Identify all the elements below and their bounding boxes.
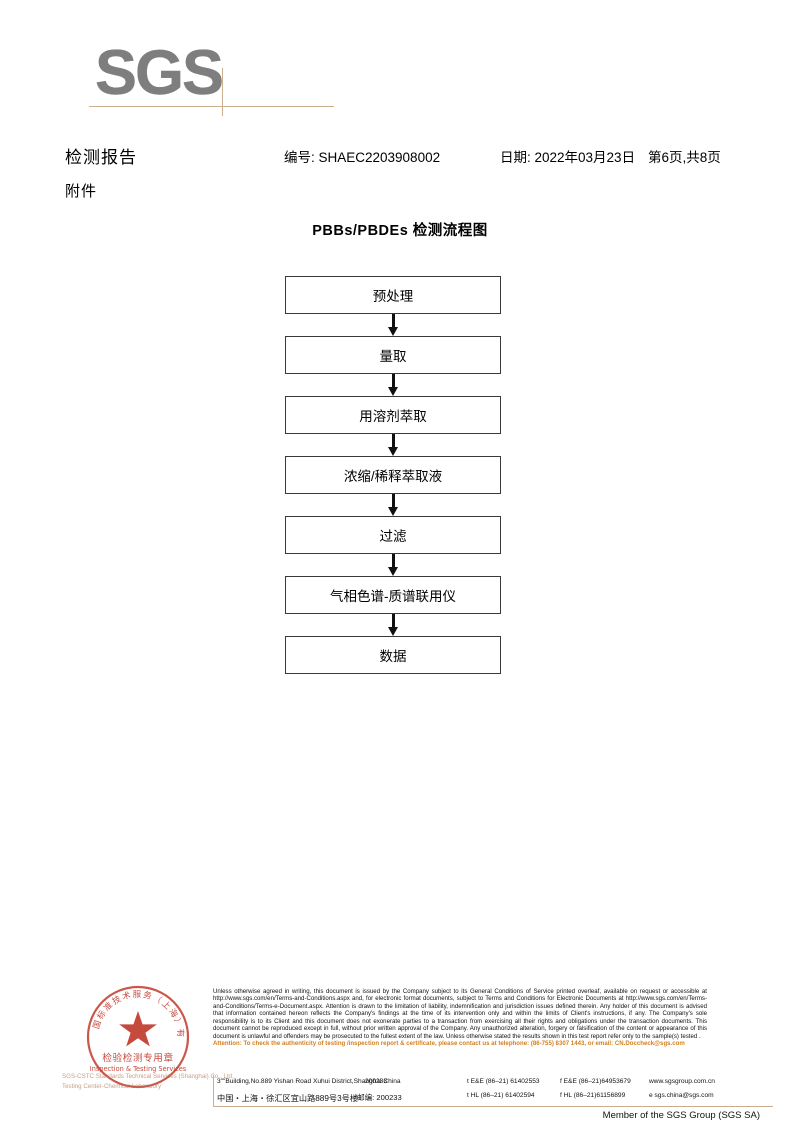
address-cn: 中国・上海・徐汇区宜山路889号3号楼 bbox=[217, 1094, 359, 1103]
company-seal-stamp: 国标准技术服务（上海）有限公司 检验检测专用章 Inspection & Tes… bbox=[84, 983, 192, 1091]
member-notice: Member of the SGS Group (SGS SA) bbox=[602, 1110, 760, 1121]
flowchart: 预处理 量取 用溶剂萃取 浓缩/稀释萃取液 过滤 气相色谱-质谱联用仪 数据 bbox=[285, 276, 503, 674]
seal-watermark-line-1: SGS-CSTC Standards Technical Services (S… bbox=[62, 1073, 234, 1080]
address-block: 3""Building,No.889 Yishan Road Xuhui Dis… bbox=[213, 1075, 715, 1107]
flow-arrow-3 bbox=[285, 434, 501, 456]
email-address: e sgs.china@sgs.com bbox=[649, 1092, 714, 1099]
page-indicator: 第6页,共8页 bbox=[648, 150, 721, 165]
website: www.sgsgroup.com.cn bbox=[649, 1078, 715, 1085]
sgs-logo-text: SGS bbox=[95, 38, 224, 108]
flow-arrow-5 bbox=[285, 554, 501, 576]
report-date: 日期: 2022年03月23日 bbox=[500, 150, 636, 165]
flow-step-4: 浓缩/稀释萃取液 bbox=[285, 456, 501, 494]
flow-step-5: 过滤 bbox=[285, 516, 501, 554]
address-en: 3""Building,No.889 Yishan Road Xuhui Dis… bbox=[217, 1078, 401, 1085]
svg-text:Inspection & Testing Services: Inspection & Testing Services bbox=[90, 1065, 187, 1073]
legal-disclaimer: Unless otherwise agreed in writing, this… bbox=[213, 988, 707, 1048]
page-title: 检测报告 bbox=[65, 148, 137, 167]
zip-cn: 邮编: 200233 bbox=[357, 1093, 402, 1102]
tel-en-2: f E&E (86–21)64953679 bbox=[560, 1078, 631, 1085]
address-vertical-rule bbox=[213, 1075, 214, 1107]
legal-body: Unless otherwise agreed in writing, this… bbox=[213, 988, 707, 1040]
legal-attention: Attention: To check the authenticity of … bbox=[213, 1040, 685, 1048]
attachment-label: 附件 bbox=[65, 183, 98, 200]
logo-horizontal-rule bbox=[89, 106, 334, 107]
tel-cn-2: f HL (86–21)61156899 bbox=[560, 1092, 626, 1099]
flow-arrow-6 bbox=[285, 614, 501, 636]
svg-text:检验检测专用章: 检验检测专用章 bbox=[102, 1052, 173, 1064]
flow-arrow-2 bbox=[285, 374, 501, 396]
tel-cn-1: t HL (86–21) 61402594 bbox=[467, 1092, 535, 1099]
flow-arrow-1 bbox=[285, 314, 501, 336]
flow-arrow-4 bbox=[285, 494, 501, 516]
flow-step-3: 用溶剂萃取 bbox=[285, 396, 501, 434]
footer-divider-rule bbox=[213, 1106, 773, 1107]
seal-watermark-text: SGS-CSTC Standards Technical Services (S… bbox=[62, 1072, 242, 1092]
tel-en-1: t E&E (86–21) 61402553 bbox=[467, 1078, 540, 1085]
flowchart-title: PBBs/PBDEs 检测流程图 bbox=[312, 223, 488, 239]
logo-vertical-tick bbox=[222, 68, 223, 116]
flow-step-6: 气相色谱-质谱联用仪 bbox=[285, 576, 501, 614]
flow-step-2: 量取 bbox=[285, 336, 501, 374]
flow-step-1: 预处理 bbox=[285, 276, 501, 314]
report-number: 编号: SHAEC2203908002 bbox=[284, 150, 441, 165]
zip-en: 200233 bbox=[365, 1078, 388, 1085]
sgs-logo: SGS bbox=[89, 38, 345, 118]
seal-watermark-line-2: Testing Center-Chemical Laboratory bbox=[62, 1083, 162, 1090]
flow-step-7: 数据 bbox=[285, 636, 501, 674]
